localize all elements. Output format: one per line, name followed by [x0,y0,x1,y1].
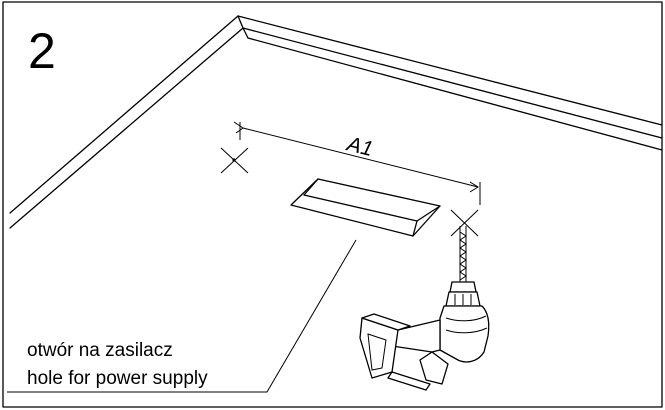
dimension-label: A1 [343,132,375,161]
leader-line [7,239,357,393]
dimension-line [233,121,481,205]
step-number: 2 [28,23,56,79]
caption-line-2: hole for power supply [27,368,208,389]
cross-mark-icon [450,209,479,237]
cordless-drill-icon [359,226,490,391]
power-supply-hole [290,178,441,237]
cabinet-top-edge [9,15,663,229]
cross-mark-icon [220,147,249,174]
caption-line-1: otwór na zasilacz [27,340,173,361]
